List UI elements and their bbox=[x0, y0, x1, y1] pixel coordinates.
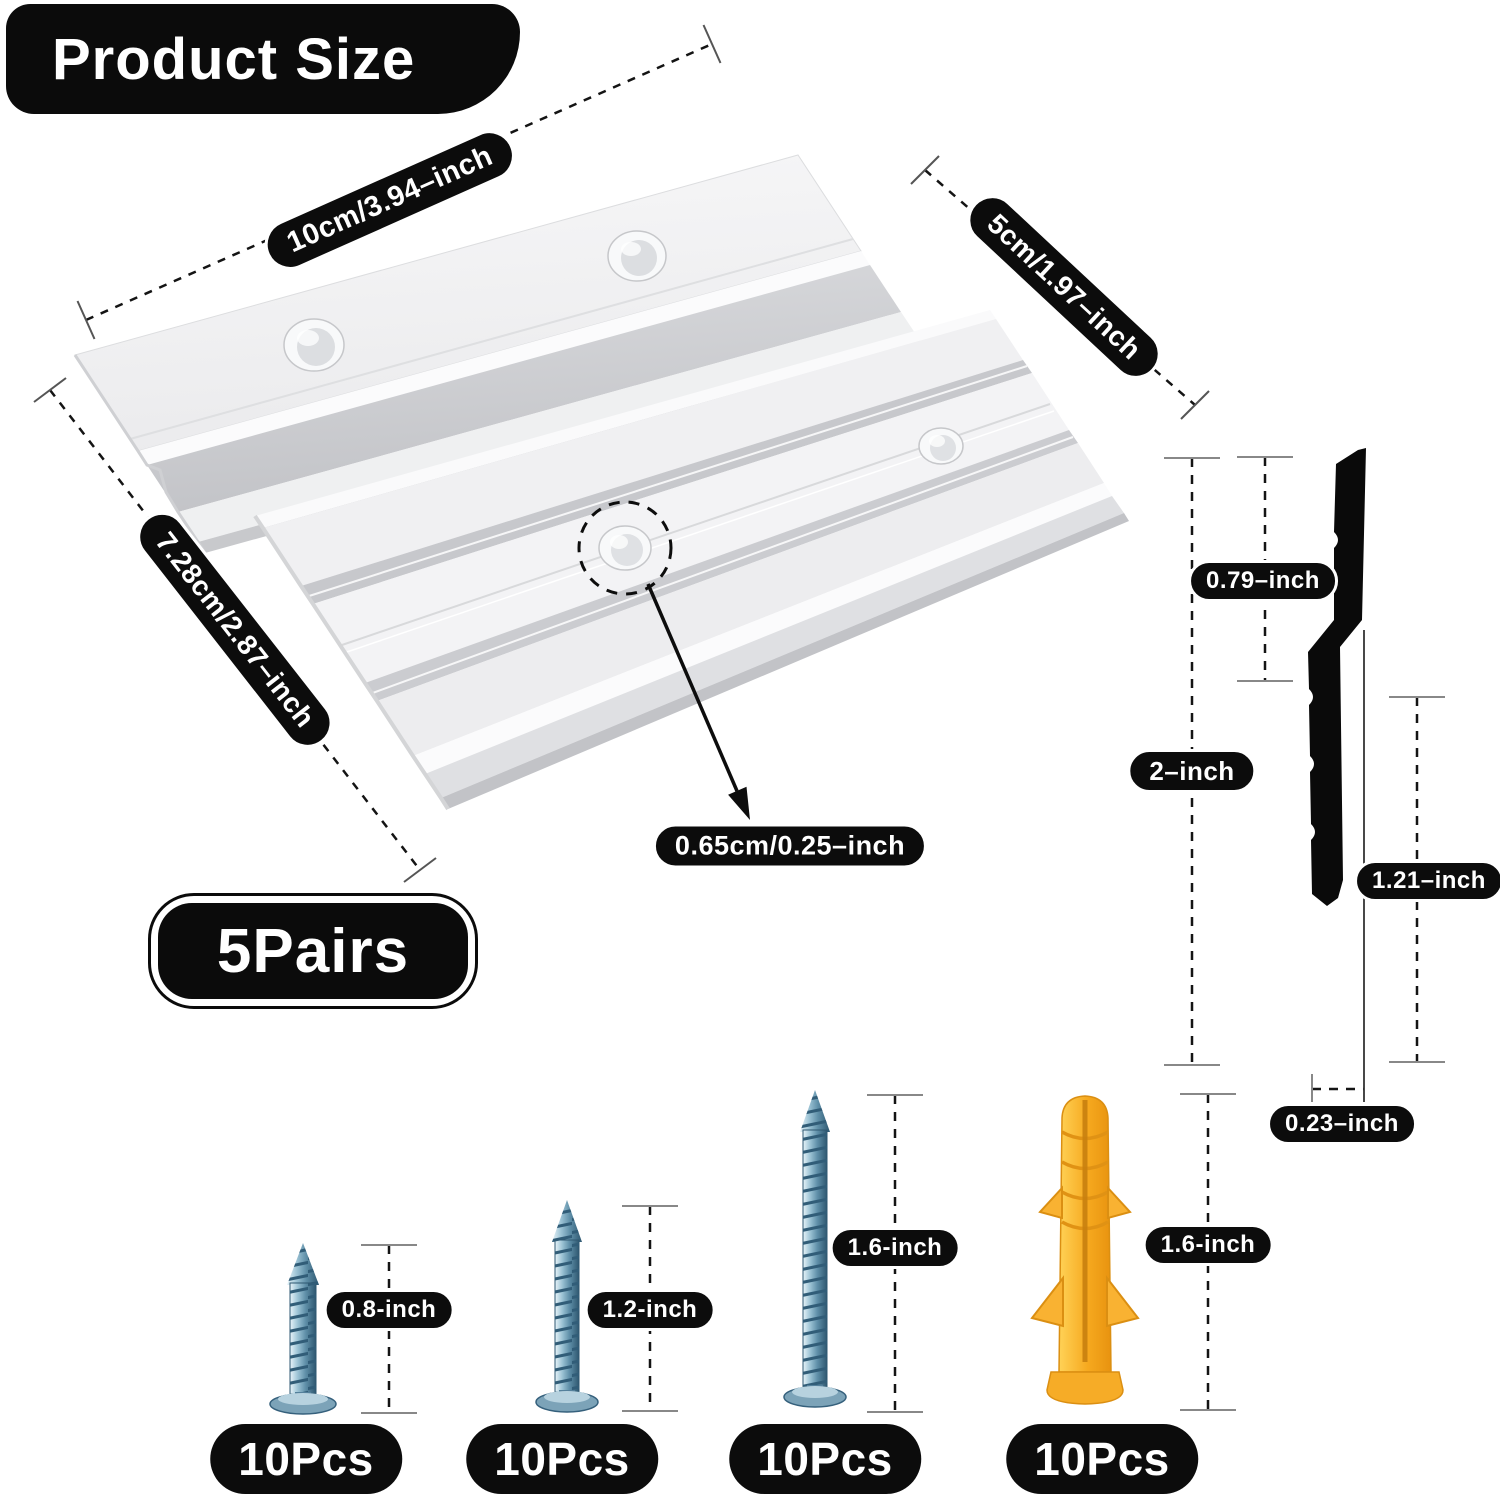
pairs-count-text: 5Pairs bbox=[158, 903, 468, 999]
anchor-length-label: 1.6-inch bbox=[1142, 1224, 1274, 1266]
long-screw-length-label: 1.6-inch bbox=[829, 1227, 961, 1269]
wall-anchor bbox=[1030, 1095, 1140, 1405]
short-screw-length-label: 0.8-inch bbox=[323, 1289, 455, 1331]
medium-screw-qty-label: 10Pcs bbox=[466, 1424, 658, 1494]
page-title-text: Product Size bbox=[52, 26, 416, 92]
plate-dimension-ticks bbox=[33, 24, 1210, 883]
profile-overall-dimension-label: 2–inch bbox=[1127, 749, 1257, 793]
back-plate-hole-2 bbox=[607, 230, 667, 282]
front-plate-hole-2 bbox=[918, 427, 964, 465]
short-screw bbox=[269, 1243, 337, 1415]
cleat-side-profile bbox=[1308, 448, 1366, 906]
front-plate-hole-1 bbox=[598, 525, 652, 571]
hole-diameter-label: 0.65cm/0.25–inch bbox=[652, 823, 928, 869]
back-plate-hole-1 bbox=[283, 318, 345, 372]
medium-screw-length-label: 1.2-inch bbox=[584, 1289, 716, 1331]
short-screw-qty-label: 10Pcs bbox=[210, 1424, 402, 1494]
long-screw bbox=[783, 1090, 847, 1408]
pairs-count-badge: 5Pairs bbox=[148, 893, 478, 1009]
anchor-qty-label: 10Pcs bbox=[1006, 1424, 1198, 1494]
front-plate bbox=[253, 310, 1129, 811]
profile-upper-dimension-label: 0.79–inch bbox=[1188, 560, 1338, 602]
cleat-plates-photo bbox=[73, 154, 1129, 820]
long-screw-qty-label: 10Pcs bbox=[729, 1424, 921, 1494]
profile-thickness-label: 0.23–inch bbox=[1267, 1103, 1417, 1145]
hole-callout-arrow bbox=[646, 583, 750, 820]
page-title: Product Size bbox=[6, 4, 520, 114]
hole-callout-circle bbox=[577, 500, 673, 596]
medium-screw bbox=[535, 1200, 599, 1413]
profile-lower-dimension-label: 1.21–inch bbox=[1354, 860, 1500, 902]
